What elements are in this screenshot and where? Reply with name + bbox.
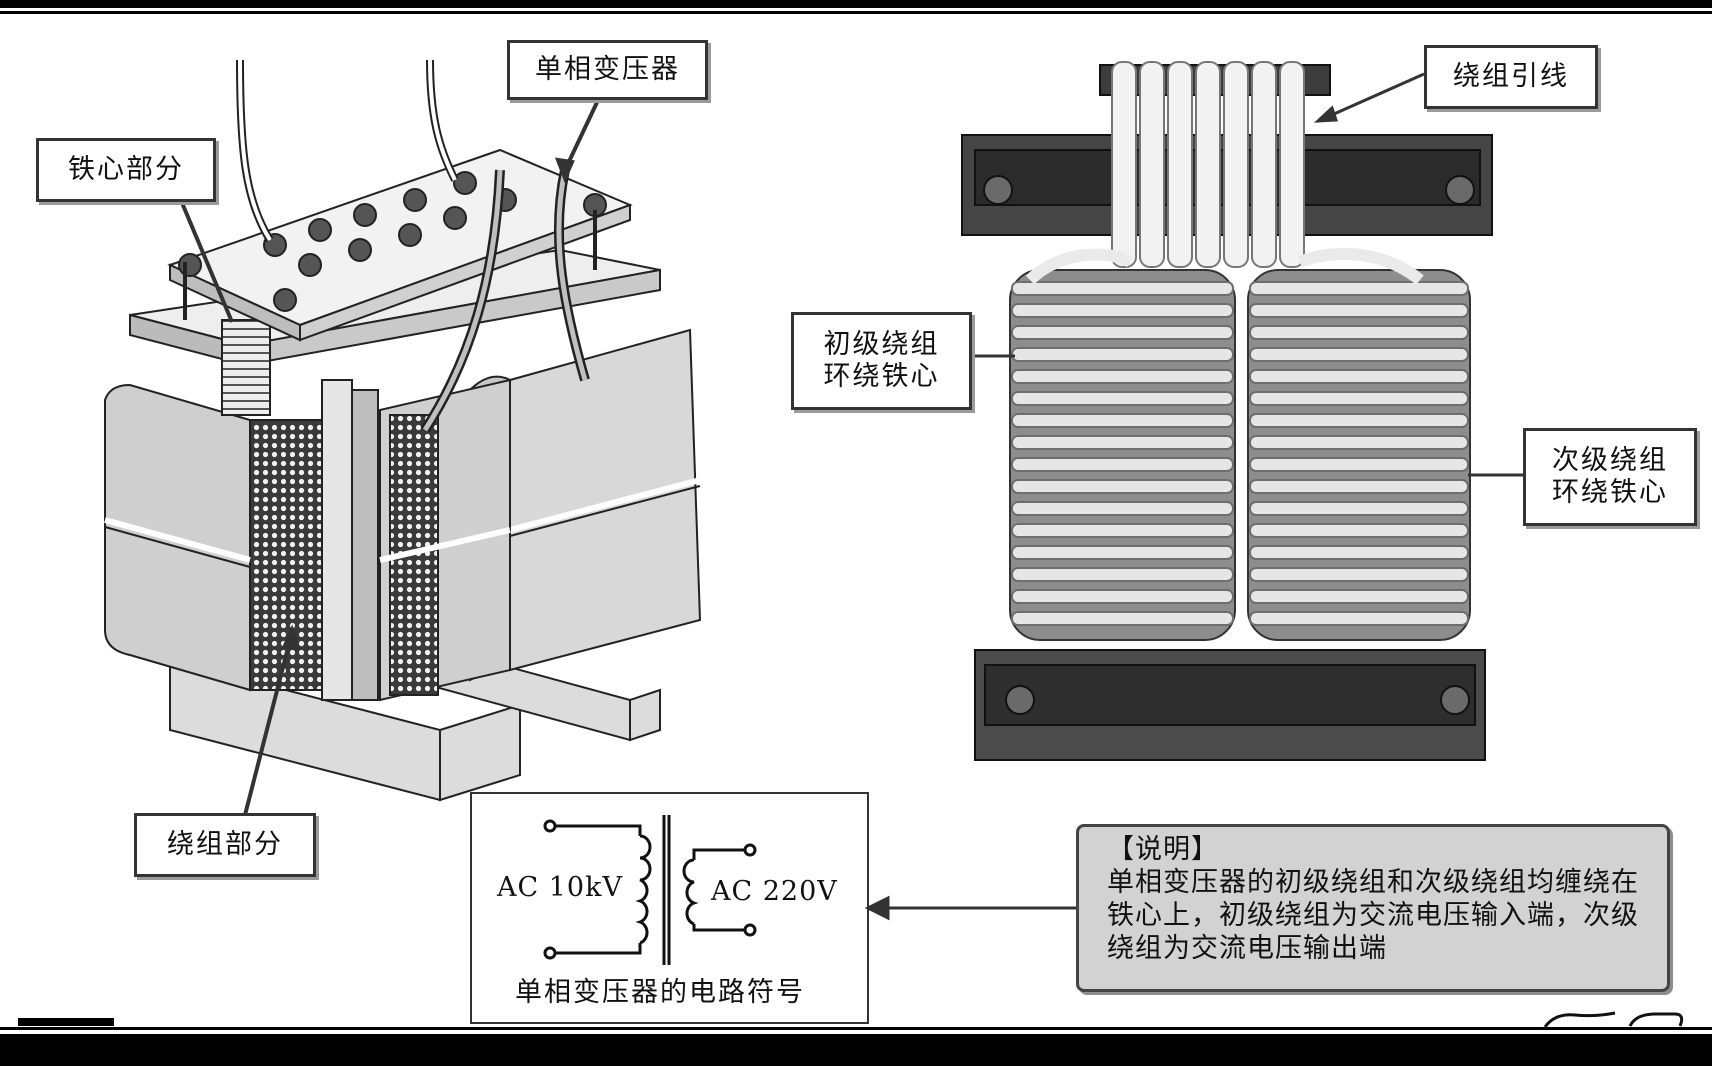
bottom-border bbox=[0, 1034, 1712, 1066]
right-pointers bbox=[966, 72, 1523, 477]
label-single-phase-transformer-text: 单相变压器 bbox=[535, 53, 680, 85]
symbol-output-voltage: AC 220V bbox=[711, 876, 838, 907]
label-primary-winding: 初级绕组 环绕铁心 bbox=[791, 312, 972, 410]
bottom-left-mark bbox=[18, 1018, 114, 1026]
note-arrow bbox=[864, 895, 1076, 921]
symbol-input-voltage: AC 10kV bbox=[497, 872, 623, 903]
label-winding-leads-text: 绕组引线 bbox=[1453, 60, 1569, 92]
left-pointers bbox=[178, 95, 602, 816]
bottom-clamp bbox=[974, 649, 1486, 761]
terminal-board bbox=[167, 148, 633, 342]
secondary-coil-photo bbox=[1247, 269, 1471, 641]
label-secondary-line1: 次级绕组 bbox=[1552, 444, 1668, 476]
symbol-caption: 单相变压器的电路符号 bbox=[515, 977, 805, 1008]
top-border bbox=[0, 0, 1712, 8]
lead-wires bbox=[236, 59, 590, 433]
left-winding bbox=[104, 383, 323, 692]
label-secondary-winding: 次级绕组 环绕铁心 bbox=[1523, 428, 1697, 526]
explanation-note: 【说明】 单相变压器的初级绕组和次级绕组均缠绕在铁心上，初级绕组为交流电压输入端… bbox=[1076, 824, 1670, 992]
label-secondary-line2: 环绕铁心 bbox=[1552, 477, 1668, 508]
label-core-part: 铁心部分 bbox=[36, 138, 216, 202]
label-winding-leads: 绕组引线 bbox=[1424, 45, 1598, 109]
label-core-part-text: 铁心部分 bbox=[68, 153, 184, 185]
winding-leads-photo bbox=[1025, 61, 1424, 285]
top-border-line bbox=[0, 11, 1712, 14]
label-winding-part: 绕组部分 bbox=[134, 813, 316, 877]
label-primary-line2: 环绕铁心 bbox=[823, 361, 940, 392]
primary-coil-photo bbox=[1009, 269, 1236, 641]
center-winding bbox=[379, 378, 511, 702]
label-primary-line1: 初级绕组 bbox=[823, 328, 940, 360]
bottom-border-line bbox=[0, 1027, 1712, 1030]
note-body: 单相变压器的初级绕组和次级绕组均缠绕在铁心上，初级绕组为交流电压输入端，次级绕组… bbox=[1107, 867, 1639, 964]
label-single-phase-transformer: 单相变压器 bbox=[507, 40, 708, 100]
label-winding-part-text: 绕组部分 bbox=[167, 828, 283, 860]
note-title: 【说明】 bbox=[1107, 834, 1219, 865]
